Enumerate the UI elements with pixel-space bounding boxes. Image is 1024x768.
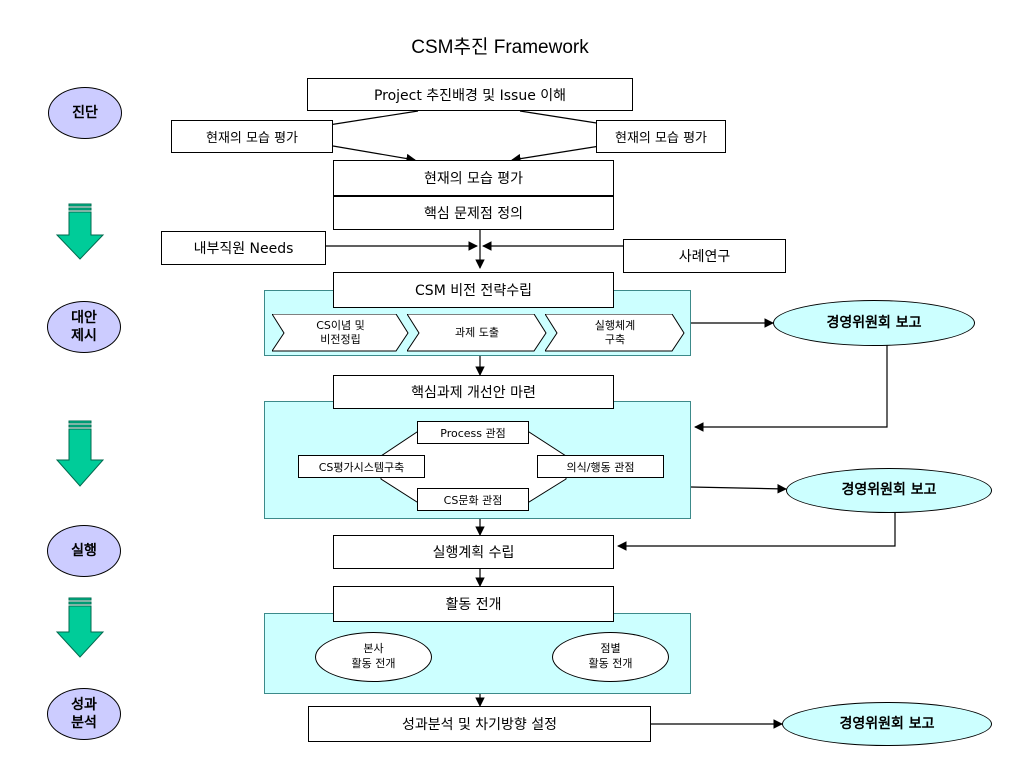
hq-activity-ellipse: 본사 활동 전개 bbox=[315, 632, 432, 682]
phase-label: 진단 bbox=[72, 104, 98, 121]
down-arrow-icon bbox=[55, 420, 105, 487]
down-arrow-icon bbox=[55, 203, 105, 260]
report-ellipse: 경영위원회 보고 bbox=[773, 300, 975, 346]
result-analysis-box: 성과분석 및 차기방향 설정 bbox=[308, 706, 651, 742]
branch-activity-ellipse: 점별 활동 전개 bbox=[552, 632, 669, 682]
octagon-top-box: Process 관점 bbox=[417, 421, 529, 444]
phase-label: 대안 제시 bbox=[71, 309, 97, 344]
octagon-left-box: CS평가시스템구축 bbox=[298, 455, 425, 478]
phase-execution: 실행 bbox=[47, 525, 121, 577]
project-background-box: Project 추진배경 및 Issue 이해 bbox=[307, 78, 633, 111]
phase-result: 성과 분석 bbox=[47, 688, 121, 740]
down-arrow-icon bbox=[55, 597, 105, 658]
core-improve-box: 핵심과제 개선안 마련 bbox=[333, 375, 614, 409]
phase-alternative: 대안 제시 bbox=[47, 301, 121, 353]
octagon-right-box: 의식/행동 관점 bbox=[537, 455, 664, 478]
case-study-box: 사례연구 bbox=[623, 239, 786, 273]
report-ellipse: 경영위원회 보고 bbox=[786, 468, 992, 513]
exec-plan-box: 실행계획 수립 bbox=[333, 535, 614, 569]
chevron-label: 과제 도출 bbox=[455, 325, 499, 339]
phase-label: 실행 bbox=[71, 542, 97, 559]
diagram-title: CSM추진 Framework bbox=[411, 37, 589, 58]
phase-label: 성과 분석 bbox=[71, 696, 97, 731]
phase-diagnosis: 진단 bbox=[48, 87, 122, 139]
chevron-label: CS이념 및 비전정립 bbox=[316, 318, 365, 346]
internal-needs-box: 내부직원 Needs bbox=[161, 231, 326, 265]
right-eval-box: 현재의 모습 평가 bbox=[596, 120, 726, 153]
current-eval-box: 현재의 모습 평가 bbox=[333, 160, 614, 196]
report-ellipse: 경영위원회 보고 bbox=[782, 702, 992, 746]
chevron-label: 실행체계 구축 bbox=[594, 318, 636, 346]
chevron-step: 과제 도출 bbox=[407, 314, 547, 352]
chevron-step: CS이념 및 비전정립 bbox=[272, 314, 409, 352]
left-eval-box: 현재의 모습 평가 bbox=[171, 120, 333, 153]
vision-strategy-box: CSM 비전 전략수립 bbox=[333, 272, 614, 308]
chevron-step: 실행체계 구축 bbox=[545, 314, 685, 352]
octagon-bottom-box: CS문화 관점 bbox=[417, 488, 529, 511]
core-problem-box: 핵심 문제점 정의 bbox=[333, 196, 614, 230]
activity-box: 활동 전개 bbox=[333, 586, 614, 622]
